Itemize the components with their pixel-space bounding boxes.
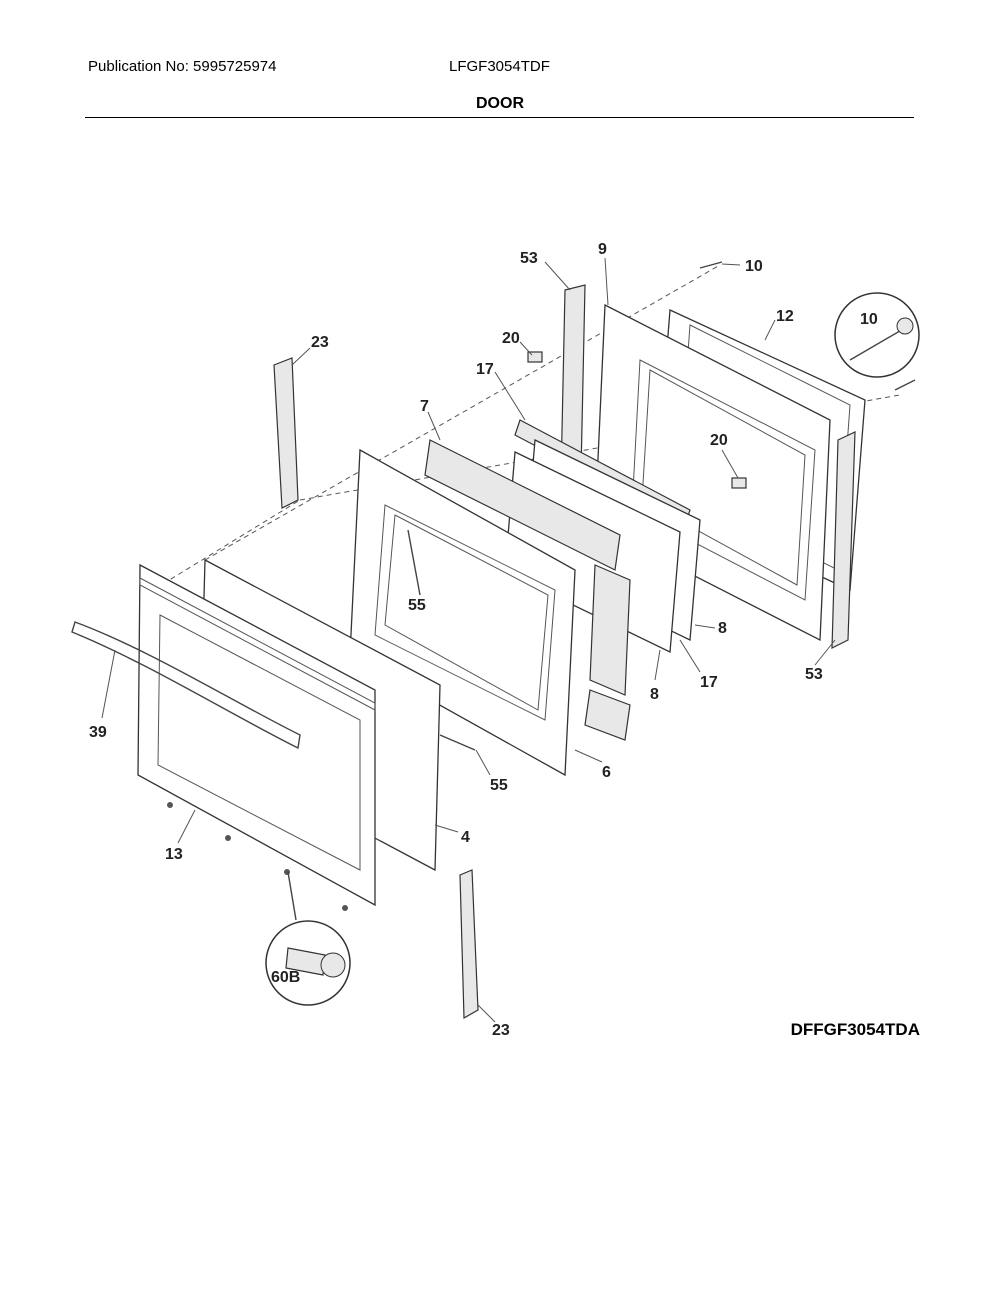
callout-8-right: 8 (718, 620, 727, 637)
callout-23-bottom: 23 (492, 1022, 510, 1039)
header-rule (85, 117, 914, 118)
callout-55-lower: 55 (490, 777, 508, 794)
callout-10-top: 10 (745, 258, 763, 275)
callout-23-top: 23 (311, 334, 329, 351)
callout-20-top: 20 (502, 330, 520, 347)
callout-13: 13 (165, 846, 183, 863)
callout-17-top: 17 (476, 361, 494, 378)
section-title: DOOR (476, 95, 524, 112)
callout-10-detail: 10 (860, 311, 878, 328)
callout-55-upper: 55 (408, 597, 426, 614)
callout-17-lower: 17 (700, 674, 718, 691)
model-number: LFGF3054TDF (449, 58, 550, 75)
middle-frame-part-6 (349, 448, 576, 777)
callout-4: 4 (461, 829, 470, 846)
callout-6: 6 (602, 764, 611, 781)
callout-9: 9 (598, 241, 607, 258)
callout-labels: 53 9 10 12 10 20 17 20 23 7 55 8 8 17 53… (89, 241, 878, 1039)
handle-part-39 (71, 621, 301, 750)
callout-53-lower: 53 (805, 666, 823, 683)
outer-door-part-13 (137, 563, 376, 907)
callout-12: 12 (776, 308, 794, 325)
callout-53-top: 53 (520, 250, 538, 267)
callout-8-lower: 8 (650, 686, 659, 703)
callout-39: 39 (89, 724, 107, 741)
detail-callout-10 (834, 292, 920, 378)
callout-7: 7 (420, 398, 429, 415)
diagram-code: DFFGF3054TDA (790, 1020, 920, 1039)
hinge-part-23 (273, 357, 479, 1020)
leader-lines (101, 257, 836, 1023)
detail-callout-60b (265, 871, 351, 1006)
callout-60b: 60B (271, 969, 300, 986)
publication-number: Publication No: 5995725974 (88, 58, 277, 75)
small-fasteners (167, 261, 916, 911)
inner-frame-part-9 (594, 303, 831, 642)
callout-20-right: 20 (710, 432, 728, 449)
